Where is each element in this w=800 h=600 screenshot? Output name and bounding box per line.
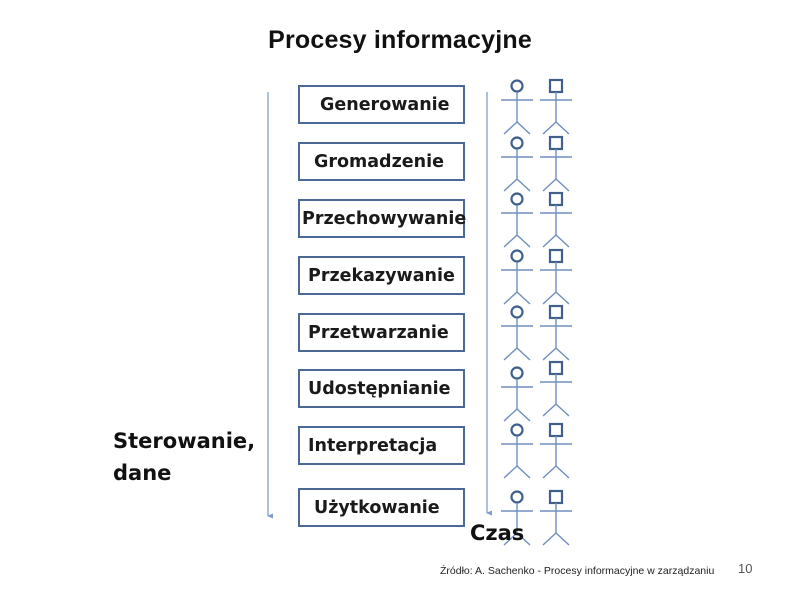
actors-grid — [501, 78, 572, 546]
process-box: Gromadzenie — [298, 142, 465, 181]
control-data-label: Sterowanie, dane — [113, 425, 255, 489]
process-label: Udostępnianie — [308, 378, 451, 399]
control-data-label-line2: dane — [113, 461, 172, 485]
process-label: Przetwarzanie — [308, 322, 449, 343]
actor-square-icon — [540, 78, 572, 135]
actor-circle-icon — [501, 305, 533, 361]
process-label: Gromadzenie — [314, 151, 444, 172]
actor-square-icon — [540, 360, 572, 417]
time-label: Czas — [470, 521, 525, 545]
process-box: Udostępnianie — [298, 369, 465, 408]
process-label: Interpretacja — [308, 435, 438, 456]
actor-square-icon — [540, 304, 572, 361]
process-box: Przekazywanie — [298, 256, 465, 295]
control-data-label-line1: Sterowanie, — [113, 429, 256, 453]
process-box: Generowanie — [298, 85, 465, 124]
page-number: 10 — [738, 561, 753, 576]
process-box: Przechowywanie — [298, 199, 467, 238]
actor-circle-icon — [501, 249, 533, 305]
actor-circle-icon — [501, 423, 533, 479]
process-box: Interpretacja — [298, 426, 465, 465]
source-footer: Źródło: A. Sachenko - Procesy informacyj… — [440, 565, 715, 577]
process-label: Przechowywanie — [302, 208, 467, 229]
process-box: Użytkowanie — [298, 488, 465, 527]
actor-circle-icon — [501, 79, 533, 135]
slide-title: Procesy informacyjne — [268, 26, 532, 54]
process-label: Przekazywanie — [308, 265, 455, 286]
actor-square-icon — [540, 191, 572, 248]
actor-square-icon — [540, 135, 572, 192]
actor-square-icon — [540, 248, 572, 305]
actor-circle-icon — [501, 366, 533, 422]
actor-square-icon — [540, 422, 572, 479]
actor-square-icon — [540, 489, 572, 546]
actor-circle-icon — [501, 136, 533, 192]
actor-circle-icon — [501, 490, 533, 546]
process-label: Użytkowanie — [314, 497, 440, 518]
process-box: Przetwarzanie — [298, 313, 465, 352]
process-label: Generowanie — [320, 94, 450, 115]
actor-circle-icon — [501, 192, 533, 248]
